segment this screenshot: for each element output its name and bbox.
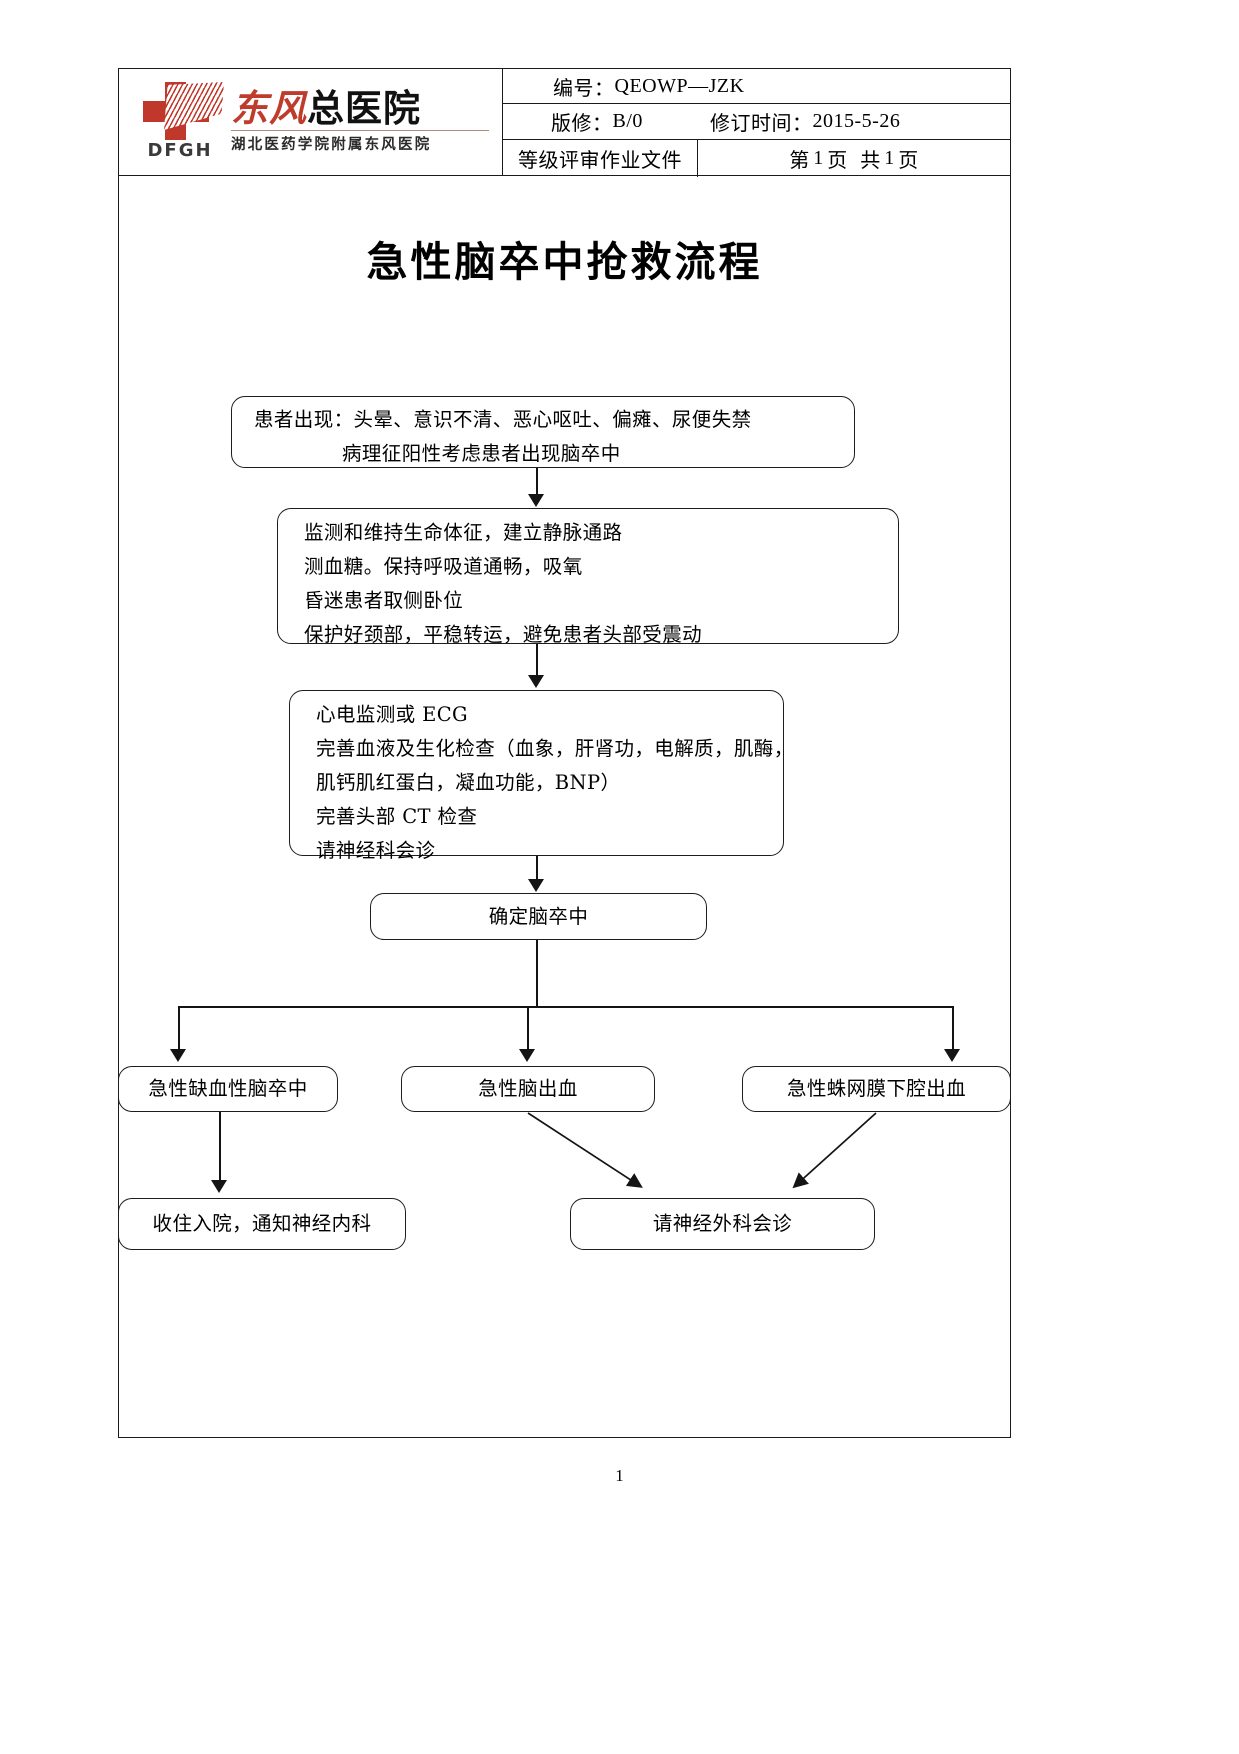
flow-node-ischemic-stroke: 急性缺血性脑卒中 xyxy=(118,1066,338,1112)
symptoms-line-1: 患者出现：头晕、意识不清、恶心呕吐、偏瘫、尿便失禁 xyxy=(254,408,752,431)
page-mid: 页 共 xyxy=(827,150,885,172)
hospital-logo: DFGH 东风总医院 湖北医药学院附属东风医院 xyxy=(119,78,489,166)
connector-confirm-down xyxy=(536,940,538,1007)
hospital-name-block: 东风总医院 湖北医药学院附属东风医院 xyxy=(231,86,489,154)
flow-node-neurosurgery-consult: 请神经外科会诊 xyxy=(570,1198,875,1250)
header-row-docno: 编号：QEOWP—JZK xyxy=(503,69,1010,104)
hospital-name: 东风总医院 xyxy=(231,86,489,130)
hospital-subtitle: 湖北医药学院附属东风医院 xyxy=(231,137,432,154)
flow-node-confirm-stroke: 确定脑卒中 xyxy=(370,893,707,940)
vitals-line-4: 保护好颈部，平稳转运，避免患者头部受震动 xyxy=(304,623,703,646)
flow-node-vitals: 监测和维持生命体征，建立静脉通路 测血糖。保持呼吸道通畅，吸氧 昏迷患者取侧卧位… xyxy=(277,508,899,646)
revision-date-cell: 修订时间：2015-5-26 xyxy=(698,104,1010,139)
vitals-line-2: 测血糖。保持呼吸道通畅，吸氧 xyxy=(304,555,583,578)
flow-node-intracerebral-hemorrhage: 急性脑出血 xyxy=(401,1066,655,1112)
symptoms-line-2: 病理征阳性考虑患者出现脑卒中 xyxy=(342,442,621,465)
revision-value: B/0 xyxy=(612,110,643,132)
document-header-table: DFGH 东风总医院 湖北医药学院附属东风医院 编号：QEOWP—JZK 版修：… xyxy=(118,68,1011,177)
connector-bus-to-hemorrhage xyxy=(527,1006,529,1050)
connector-workup-to-confirm xyxy=(536,856,538,880)
arrowhead-vitals-to-workup xyxy=(528,675,544,688)
connector-bus-to-ischemic xyxy=(178,1006,180,1050)
connector-vitals-to-workup xyxy=(536,644,538,676)
doc-number-label: 编号： xyxy=(553,77,615,100)
hospital-name-black: 总医院 xyxy=(307,86,421,130)
vitals-line-3: 昏迷患者取侧卧位 xyxy=(304,589,464,612)
red-cross-icon: DFGH xyxy=(133,78,225,166)
revision-date-label: 修订时间： xyxy=(710,113,813,135)
revision-label: 版修： xyxy=(551,113,613,135)
doc-number-cell: 编号：QEOWP—JZK xyxy=(503,69,1010,103)
connector-bus-to-sah xyxy=(952,1006,954,1050)
workup-line-3: 肌钙肌红蛋白，凝血功能，BNP） xyxy=(316,771,621,794)
header-row-revision: 版修：B/0 修订时间：2015-5-26 xyxy=(503,104,1010,140)
flow-node-workup: 心电监测或 ECG 完善血液及生化检查（血象，肝肾功，电解质，肌酶， 肌钙肌红蛋… xyxy=(289,690,794,862)
arrowhead-bus-to-sah xyxy=(944,1049,960,1062)
arrowhead-bus-to-hemorrhage xyxy=(519,1049,535,1062)
workup-line-2: 完善血液及生化检查（血象，肝肾功，电解质，肌酶， xyxy=(316,737,794,760)
document-type-cell: 等级评审作业文件 xyxy=(503,140,698,177)
page-suffix: 页 xyxy=(898,150,919,172)
workup-line-5: 请神经科会诊 xyxy=(316,839,436,862)
connector-ischemic-to-admit xyxy=(219,1112,221,1181)
page-title: 急性脑卒中抢救流程 xyxy=(366,238,763,286)
revision-cell: 版修：B/0 xyxy=(503,104,698,139)
arrowhead-bus-to-ischemic xyxy=(170,1049,186,1062)
flow-node-admit-neurology: 收住入院，通知神经内科 xyxy=(118,1198,406,1250)
page-prefix: 第 xyxy=(789,150,814,172)
hospital-logo-cell: DFGH 东风总医院 湖北医药学院附属东风医院 xyxy=(119,69,503,175)
flow-node-symptoms: 患者出现：头晕、意识不清、恶心呕吐、偏瘫、尿便失禁 病理征阳性考虑患者出现脑卒中 xyxy=(231,396,855,468)
revision-date-value: 2015-5-26 xyxy=(812,110,901,132)
connector-symptoms-to-vitals xyxy=(536,468,538,495)
cross-swoosh-icon xyxy=(164,82,224,130)
cross-shape xyxy=(143,82,224,140)
arrowhead-symptoms-to-vitals xyxy=(528,494,544,507)
workup-line-1: 心电监测或 ECG xyxy=(316,703,469,726)
logo-divider xyxy=(231,129,489,132)
arrowhead-ischemic-to-admit xyxy=(211,1180,227,1193)
page-total: 1 xyxy=(884,147,899,169)
vitals-line-1: 监测和维持生命体征，建立静脉通路 xyxy=(304,521,623,544)
arrowhead-workup-to-confirm xyxy=(528,879,544,892)
page-current: 1 xyxy=(813,147,828,169)
connector-branch-bus xyxy=(178,1006,953,1008)
footer-page-number: 1 xyxy=(615,1466,624,1485)
doc-number-value: QEOWP—JZK xyxy=(614,74,745,97)
hospital-name-red: 东风 xyxy=(231,85,307,130)
flow-node-subarachnoid-hemorrhage: 急性蛛网膜下腔出血 xyxy=(742,1066,1011,1112)
logo-abbreviation: DFGH xyxy=(147,140,213,161)
workup-line-4: 完善头部 CT 检查 xyxy=(316,805,478,828)
header-fields: 编号：QEOWP—JZK 版修：B/0 修订时间：2015-5-26 等级评审作… xyxy=(503,69,1010,177)
